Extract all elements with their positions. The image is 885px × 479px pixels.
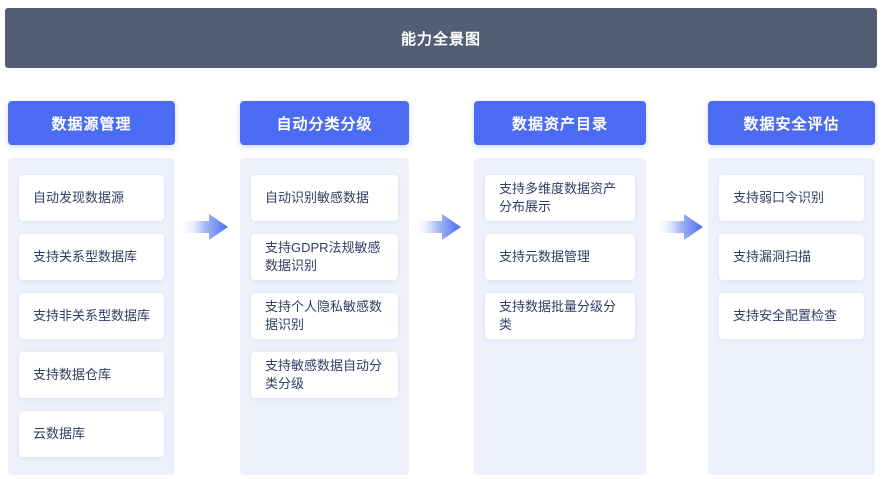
- capability-card: 支持弱口令识别: [719, 175, 864, 221]
- capability-card: 自动识别敏感数据: [251, 175, 398, 221]
- column-header-data-asset-catalog: 数据资产目录: [474, 101, 646, 145]
- capability-card: 支持关系型数据库: [19, 234, 164, 280]
- capability-card: 支持漏洞扫描: [719, 234, 864, 280]
- column-panel: 支持弱口令识别 支持漏洞扫描 支持安全配置检查: [708, 158, 875, 475]
- column-panel: 自动识别敏感数据 支持GDPR法规敏感数据识别 支持个人隐私敏感数据识别 支持敏…: [240, 158, 409, 475]
- capability-card: 云数据库: [19, 411, 164, 457]
- column-panel: 支持多维度数据资产分布展示 支持元数据管理 支持数据批量分级分类: [474, 158, 646, 475]
- column-header-datasource-management: 数据源管理: [8, 101, 175, 145]
- capability-card: 自动发现数据源: [19, 175, 164, 221]
- banner: 能力全景图: [5, 8, 877, 68]
- capability-card: 支持敏感数据自动分类分级: [251, 352, 398, 398]
- arrow-right-icon: [656, 214, 703, 240]
- column-panel: 自动发现数据源 支持关系型数据库 支持非关系型数据库 支持数据仓库 云数据库: [8, 158, 175, 475]
- capability-card: 支持多维度数据资产分布展示: [485, 175, 635, 221]
- capability-card: 支持非关系型数据库: [19, 293, 164, 339]
- capability-card: 支持元数据管理: [485, 234, 635, 280]
- column-data-asset-catalog: 数据资产目录 支持多维度数据资产分布展示 支持元数据管理 支持数据批量分级分类: [474, 101, 646, 475]
- capability-card: 支持数据仓库: [19, 352, 164, 398]
- column-auto-classification: 自动分类分级 自动识别敏感数据 支持GDPR法规敏感数据识别 支持个人隐私敏感数…: [240, 101, 409, 475]
- column-datasource-management: 数据源管理 自动发现数据源 支持关系型数据库 支持非关系型数据库 支持数据仓库 …: [8, 101, 175, 475]
- column-header-security-assessment: 数据安全评估: [708, 101, 875, 145]
- capability-card: 支持安全配置检查: [719, 293, 864, 339]
- arrow-right-icon: [181, 214, 228, 240]
- page-title: 能力全景图: [400, 30, 481, 48]
- capability-card: 支持GDPR法规敏感数据识别: [251, 234, 398, 280]
- column-header-auto-classification: 自动分类分级: [240, 101, 409, 145]
- column-security-assessment: 数据安全评估 支持弱口令识别 支持漏洞扫描 支持安全配置检查: [708, 101, 875, 475]
- capability-card: 支持数据批量分级分类: [485, 293, 635, 339]
- capability-card: 支持个人隐私敏感数据识别: [251, 293, 398, 339]
- arrow-right-icon: [414, 214, 461, 240]
